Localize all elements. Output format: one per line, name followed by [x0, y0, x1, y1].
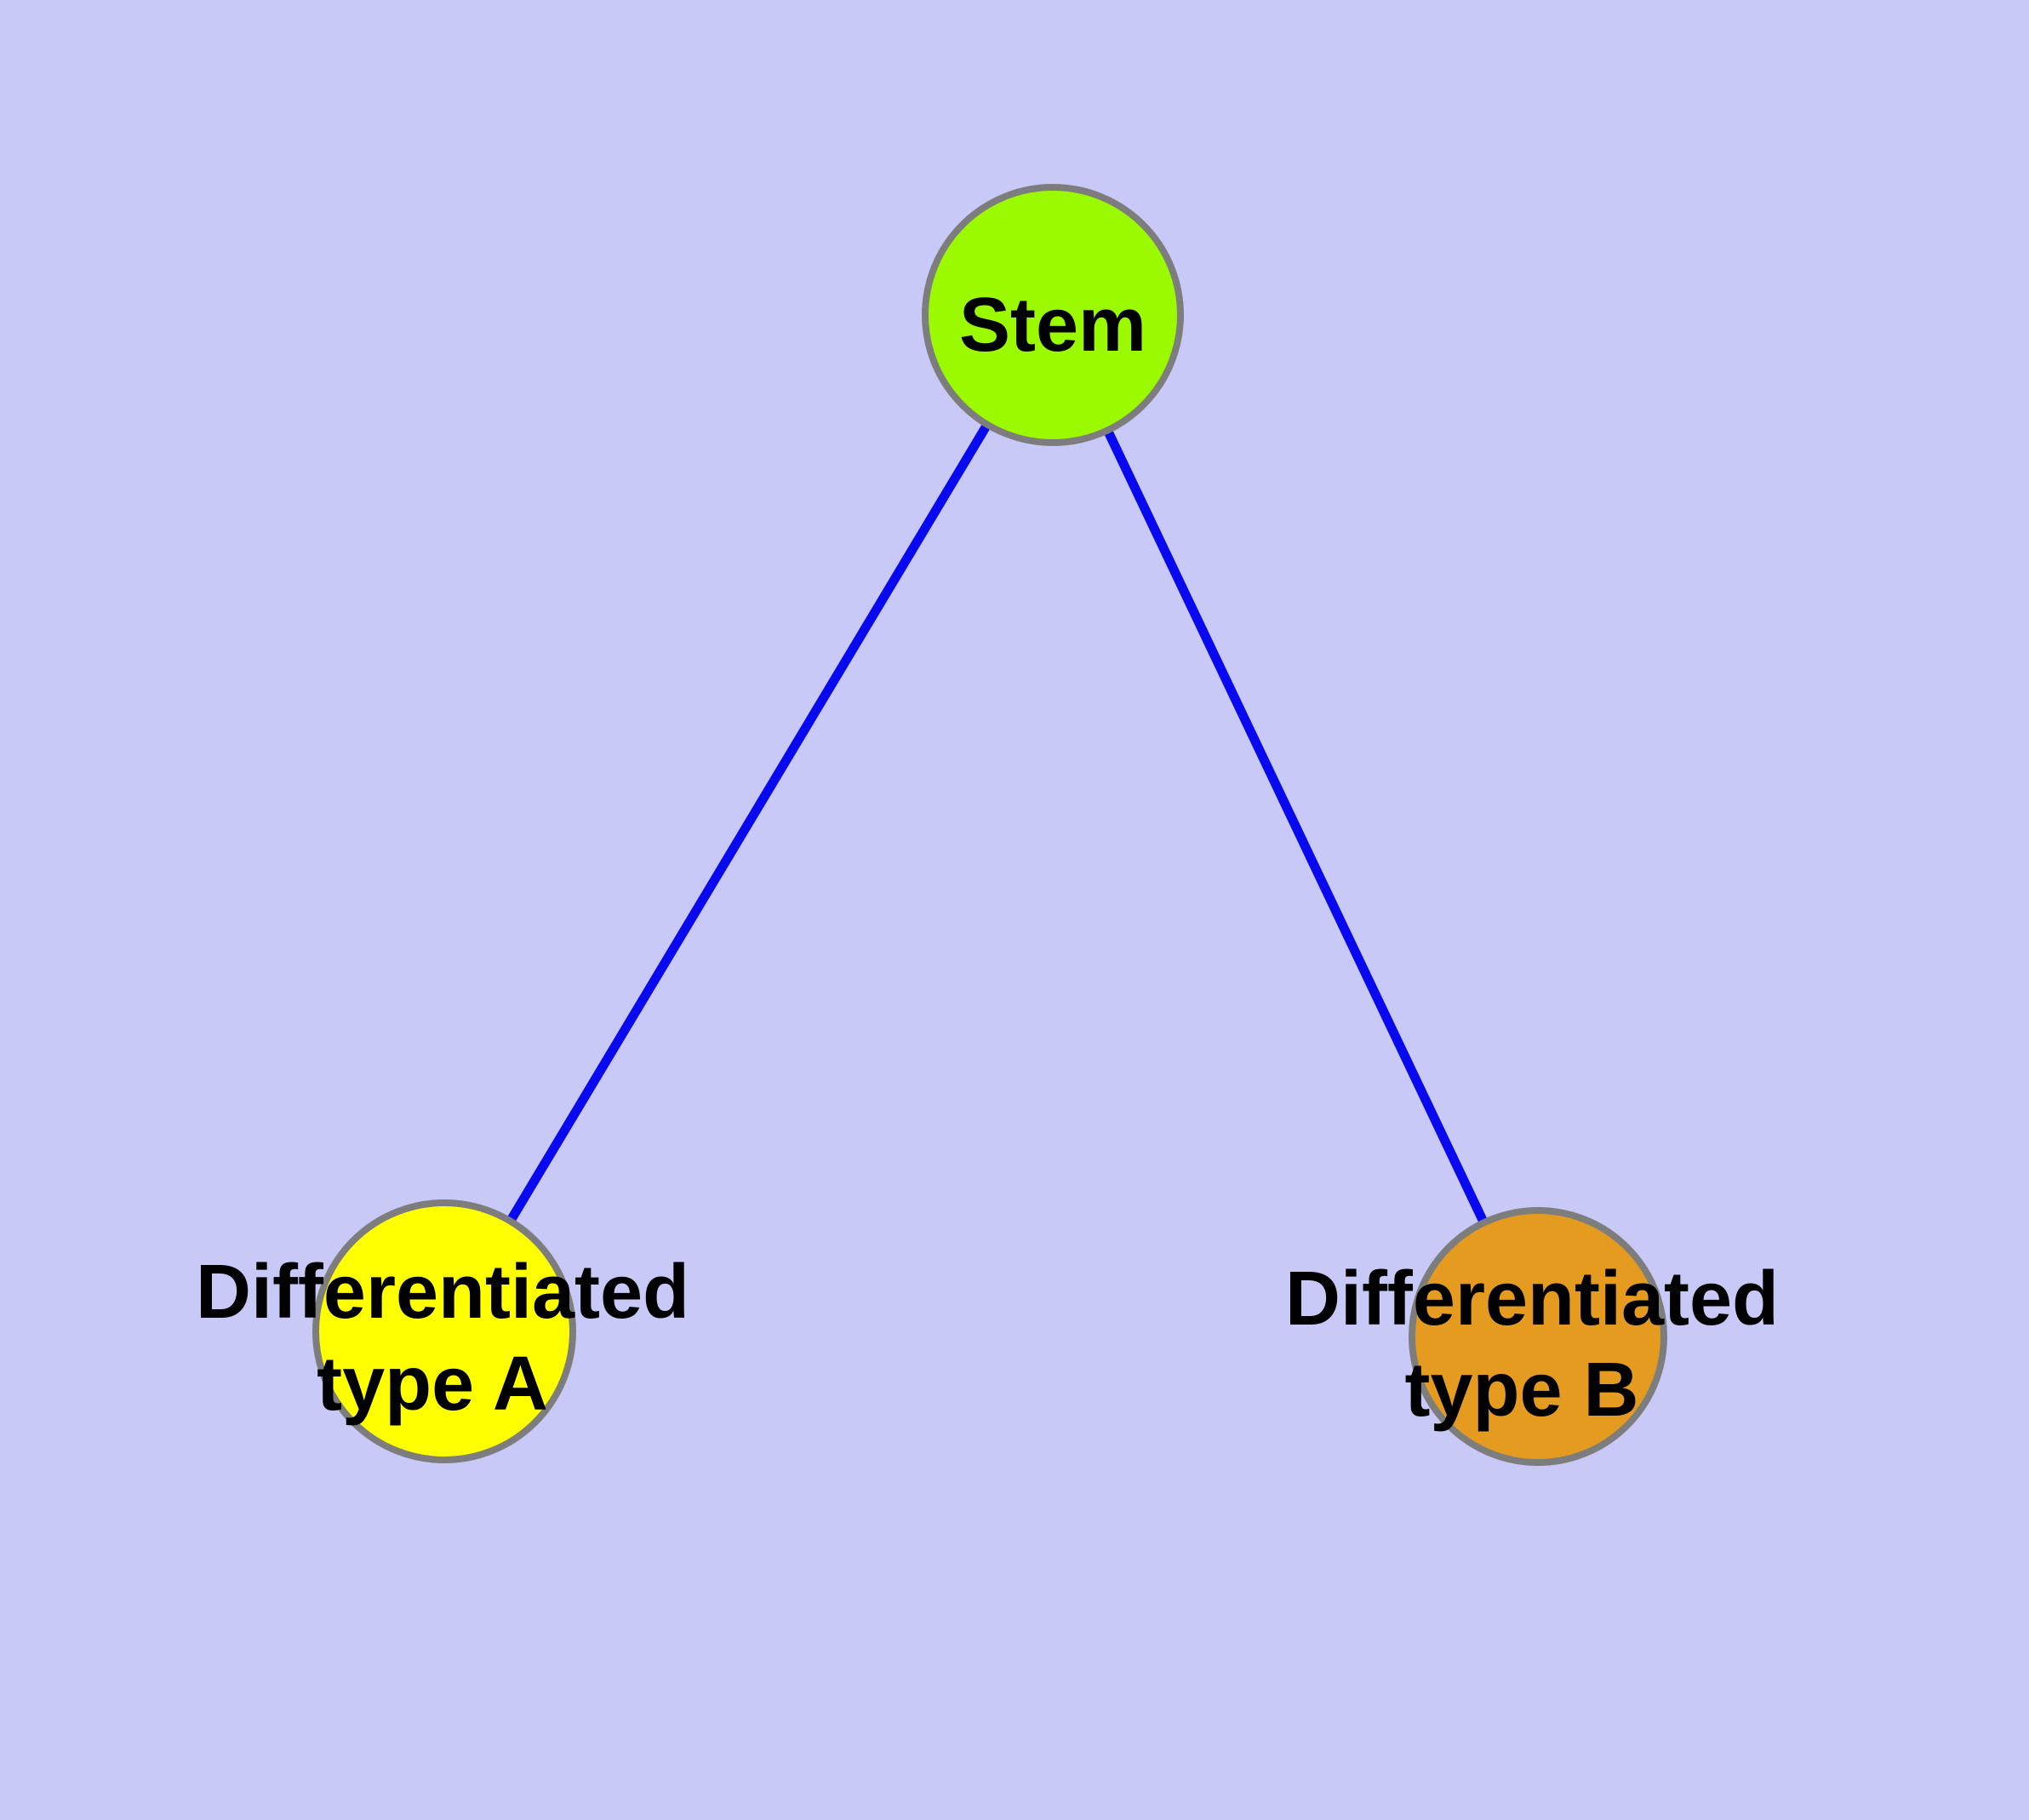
node-differentiated-type-b-label-line-1: Differentiated [1285, 1256, 1779, 1342]
node-differentiated-type-a [312, 1199, 576, 1463]
edge-stem-to-differentiated-type-a [440, 312, 1057, 1334]
node-stem-label: Stem [959, 283, 1146, 368]
node-differentiated-type-a-label-line-2: type A [317, 1342, 548, 1427]
node-stem [922, 184, 1184, 446]
node-differentiated-type-b [1409, 1207, 1667, 1466]
node-differentiated-type-a-label-line-1: Differentiated [196, 1250, 689, 1335]
edge-stem-to-differentiated-type-b [1049, 312, 1542, 1339]
node-differentiated-type-b-label-line-2: type B [1404, 1348, 1638, 1433]
